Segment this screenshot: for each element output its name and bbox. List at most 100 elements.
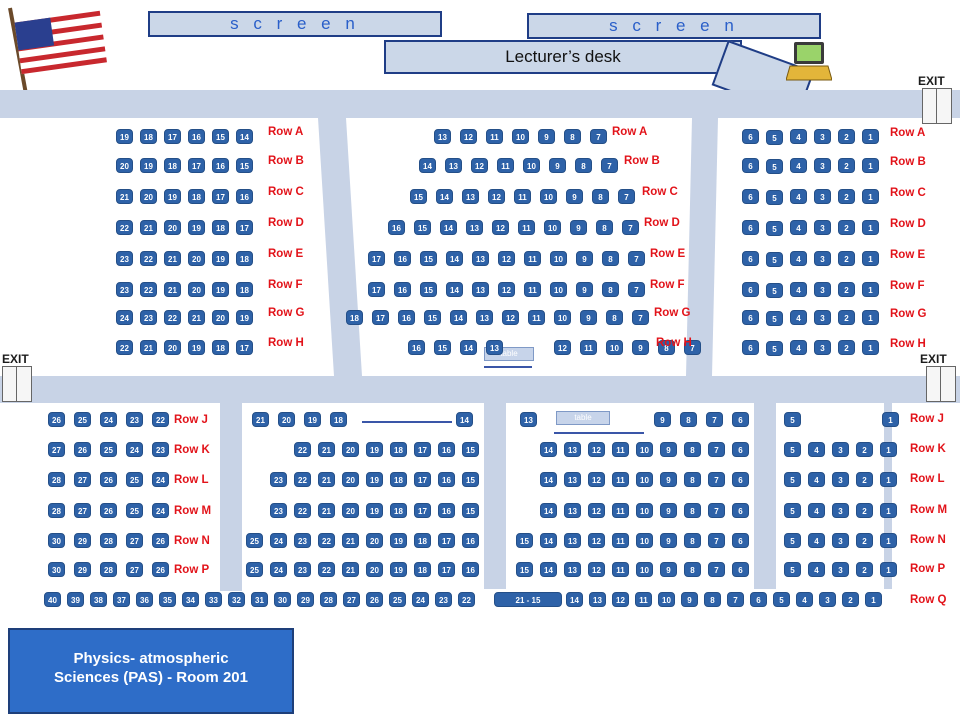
seat-range[interactable]: 21 - 15 (494, 592, 562, 607)
seat[interactable]: 8 (602, 251, 619, 266)
seat[interactable]: 15 (516, 562, 533, 577)
seat[interactable]: 3 (814, 220, 831, 235)
seat[interactable]: 9 (660, 562, 677, 577)
seat[interactable]: 24 (270, 533, 287, 548)
seat[interactable]: 22 (294, 503, 311, 518)
seat[interactable]: 28 (48, 472, 65, 487)
seat[interactable]: 1 (880, 533, 897, 548)
seat[interactable]: 3 (832, 472, 849, 487)
seat[interactable]: 5 (766, 252, 783, 267)
seat[interactable]: 16 (236, 189, 253, 204)
seat[interactable]: 20 (188, 251, 205, 266)
seat[interactable]: 26 (100, 503, 117, 518)
seat[interactable]: 27 (74, 472, 91, 487)
seat[interactable]: 7 (622, 220, 639, 235)
seat[interactable]: 16 (438, 442, 455, 457)
seat[interactable]: 6 (742, 340, 759, 355)
seat[interactable]: 9 (681, 592, 698, 607)
seat[interactable]: 7 (601, 158, 618, 173)
seat[interactable]: 19 (390, 533, 407, 548)
seat[interactable]: 13 (476, 310, 493, 325)
seat[interactable]: 10 (606, 340, 623, 355)
seat[interactable]: 10 (512, 129, 529, 144)
seat[interactable]: 5 (784, 442, 801, 457)
seat[interactable]: 3 (814, 129, 831, 144)
seat[interactable]: 21 (318, 442, 335, 457)
seat[interactable]: 10 (523, 158, 540, 173)
seat[interactable]: 25 (126, 472, 143, 487)
seat[interactable]: 2 (856, 533, 873, 548)
seat[interactable]: 2 (856, 472, 873, 487)
seat[interactable]: 28 (100, 562, 117, 577)
seat[interactable]: 24 (116, 310, 133, 325)
seat[interactable]: 9 (580, 310, 597, 325)
seat[interactable]: 5 (766, 159, 783, 174)
seat[interactable]: 1 (862, 282, 879, 297)
seat[interactable]: 20 (116, 158, 133, 173)
seat[interactable]: 18 (390, 503, 407, 518)
seat[interactable]: 4 (808, 442, 825, 457)
seat[interactable]: 18 (390, 472, 407, 487)
seat[interactable]: 11 (497, 158, 514, 173)
seat[interactable]: 2 (838, 158, 855, 173)
seat[interactable]: 8 (564, 129, 581, 144)
seat[interactable]: 15 (462, 472, 479, 487)
seat[interactable]: 7 (708, 503, 725, 518)
seat[interactable]: 29 (74, 533, 91, 548)
seat[interactable]: 15 (420, 282, 437, 297)
seat[interactable]: 11 (612, 533, 629, 548)
seat[interactable]: 13 (564, 562, 581, 577)
seat[interactable]: 8 (606, 310, 623, 325)
seat[interactable]: 25 (74, 412, 91, 427)
seat[interactable]: 17 (372, 310, 389, 325)
seat[interactable]: 1 (862, 129, 879, 144)
seat[interactable]: 8 (680, 412, 697, 427)
seat[interactable]: 7 (727, 592, 744, 607)
seat[interactable]: 14 (540, 472, 557, 487)
seat[interactable]: 19 (366, 503, 383, 518)
seat[interactable]: 26 (100, 472, 117, 487)
seat[interactable]: 19 (116, 129, 133, 144)
seat[interactable]: 6 (742, 282, 759, 297)
seat[interactable]: 11 (612, 442, 629, 457)
seat[interactable]: 2 (842, 592, 859, 607)
seat[interactable]: 17 (368, 282, 385, 297)
seat[interactable]: 16 (398, 310, 415, 325)
seat[interactable]: 1 (862, 189, 879, 204)
seat[interactable]: 17 (236, 340, 253, 355)
seat[interactable]: 24 (152, 472, 169, 487)
seat[interactable]: 22 (152, 412, 169, 427)
seat[interactable]: 18 (140, 129, 157, 144)
seat[interactable]: 3 (814, 310, 831, 325)
seat[interactable]: 28 (320, 592, 337, 607)
seat[interactable]: 21 (342, 533, 359, 548)
seat[interactable]: 1 (862, 158, 879, 173)
seat[interactable]: 17 (414, 503, 431, 518)
seat[interactable]: 3 (814, 189, 831, 204)
seat[interactable]: 3 (814, 340, 831, 355)
seat[interactable]: 16 (394, 282, 411, 297)
seat[interactable]: 26 (152, 533, 169, 548)
seat[interactable]: 4 (808, 503, 825, 518)
seat[interactable]: 2 (838, 282, 855, 297)
seat[interactable]: 34 (182, 592, 199, 607)
seat[interactable]: 5 (784, 472, 801, 487)
seat[interactable]: 6 (742, 129, 759, 144)
seat[interactable]: 1 (862, 220, 879, 235)
seat[interactable]: 39 (67, 592, 84, 607)
seat[interactable]: 21 (140, 340, 157, 355)
seat[interactable]: 18 (212, 340, 229, 355)
seat[interactable]: 20 (342, 472, 359, 487)
seat[interactable]: 5 (784, 412, 801, 427)
seat[interactable]: 17 (414, 472, 431, 487)
seat[interactable]: 9 (632, 340, 649, 355)
seat[interactable]: 23 (294, 562, 311, 577)
seat[interactable]: 33 (205, 592, 222, 607)
seat[interactable]: 23 (270, 503, 287, 518)
seat[interactable]: 6 (732, 503, 749, 518)
seat[interactable]: 23 (152, 442, 169, 457)
seat[interactable]: 16 (438, 503, 455, 518)
seat[interactable]: 16 (212, 158, 229, 173)
seat[interactable]: 14 (540, 442, 557, 457)
seat[interactable]: 6 (732, 562, 749, 577)
